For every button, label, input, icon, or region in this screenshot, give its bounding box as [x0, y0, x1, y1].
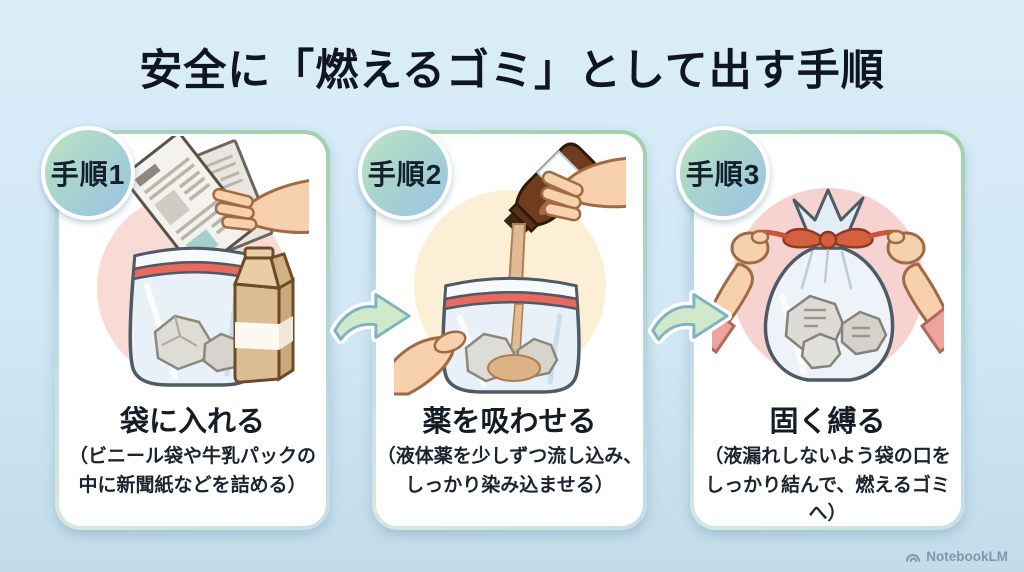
step-2-desc-line1: （液体薬を少しずつ流し込み、	[376, 446, 643, 468]
hand-icon	[886, 229, 944, 355]
next-step-arrow-icon	[329, 289, 415, 345]
step-2-description: （液体薬を少しずつ流し込み、 しっかり染み込ませる）	[377, 443, 643, 500]
step-1-desc-line2: 中に新聞紙などを詰める）	[78, 474, 307, 496]
step-card-1-body: 手順1	[41, 126, 326, 526]
step-1-heading: 袋に入れる	[119, 406, 265, 438]
newspaper-into-bag-illustration	[96, 136, 309, 387]
crumpled-paper-icon	[153, 314, 244, 373]
hand-icon	[540, 156, 626, 222]
step-card-3: 手順3	[676, 126, 965, 530]
step-3-heading: 固く縛る	[769, 406, 886, 438]
step-3-description: （液漏れしないよう袋の口を しっかり結んで、燃えるゴミへ）	[694, 443, 961, 529]
step-3-badge: 手順3	[676, 126, 770, 220]
step-1-badge: 手順1	[41, 126, 135, 220]
step-2-desc-line2: しっかり染み込ませる）	[405, 474, 614, 496]
hand-icon	[211, 179, 309, 234]
step-card-2: 手順2	[358, 126, 647, 530]
hand-icon	[711, 229, 769, 355]
liquid-stream-icon	[507, 223, 526, 287]
step-1-description: （ビニール袋や牛乳パックの 中に新聞紙などを詰める）	[69, 443, 316, 500]
step-3-desc-line1: （液漏れしないよう袋の口を	[704, 446, 951, 468]
next-step-arrow-icon	[647, 289, 733, 345]
step-1-desc-line1: （ビニール袋や牛乳パックの	[68, 446, 316, 468]
step-card-1: 手順1	[41, 126, 330, 530]
milk-carton-icon	[232, 246, 295, 384]
notebooklm-logo-icon	[906, 553, 921, 562]
pour-medicine-illustration	[393, 142, 626, 396]
step-2-heading: 薬を吸わせる	[422, 406, 597, 438]
page-title: 安全に「燃えるゴミ」として出す手順	[139, 47, 885, 95]
watermark: NotebookLM	[905, 549, 1008, 564]
hand-icon	[393, 330, 466, 396]
step-card-2-body: 手順2	[358, 126, 643, 526]
step-card-3-body: 手順3	[676, 126, 961, 529]
step-2-badge: 手順2	[358, 126, 452, 220]
step-3-desc-line2: しっかり結んで、燃えるゴミへ）	[705, 474, 950, 525]
watermark-text: NotebookLM	[926, 549, 1008, 564]
crumpled-newspaper-icon	[784, 294, 887, 370]
tie-bag-illustration	[711, 188, 944, 382]
soaked-paper-icon	[464, 332, 558, 383]
